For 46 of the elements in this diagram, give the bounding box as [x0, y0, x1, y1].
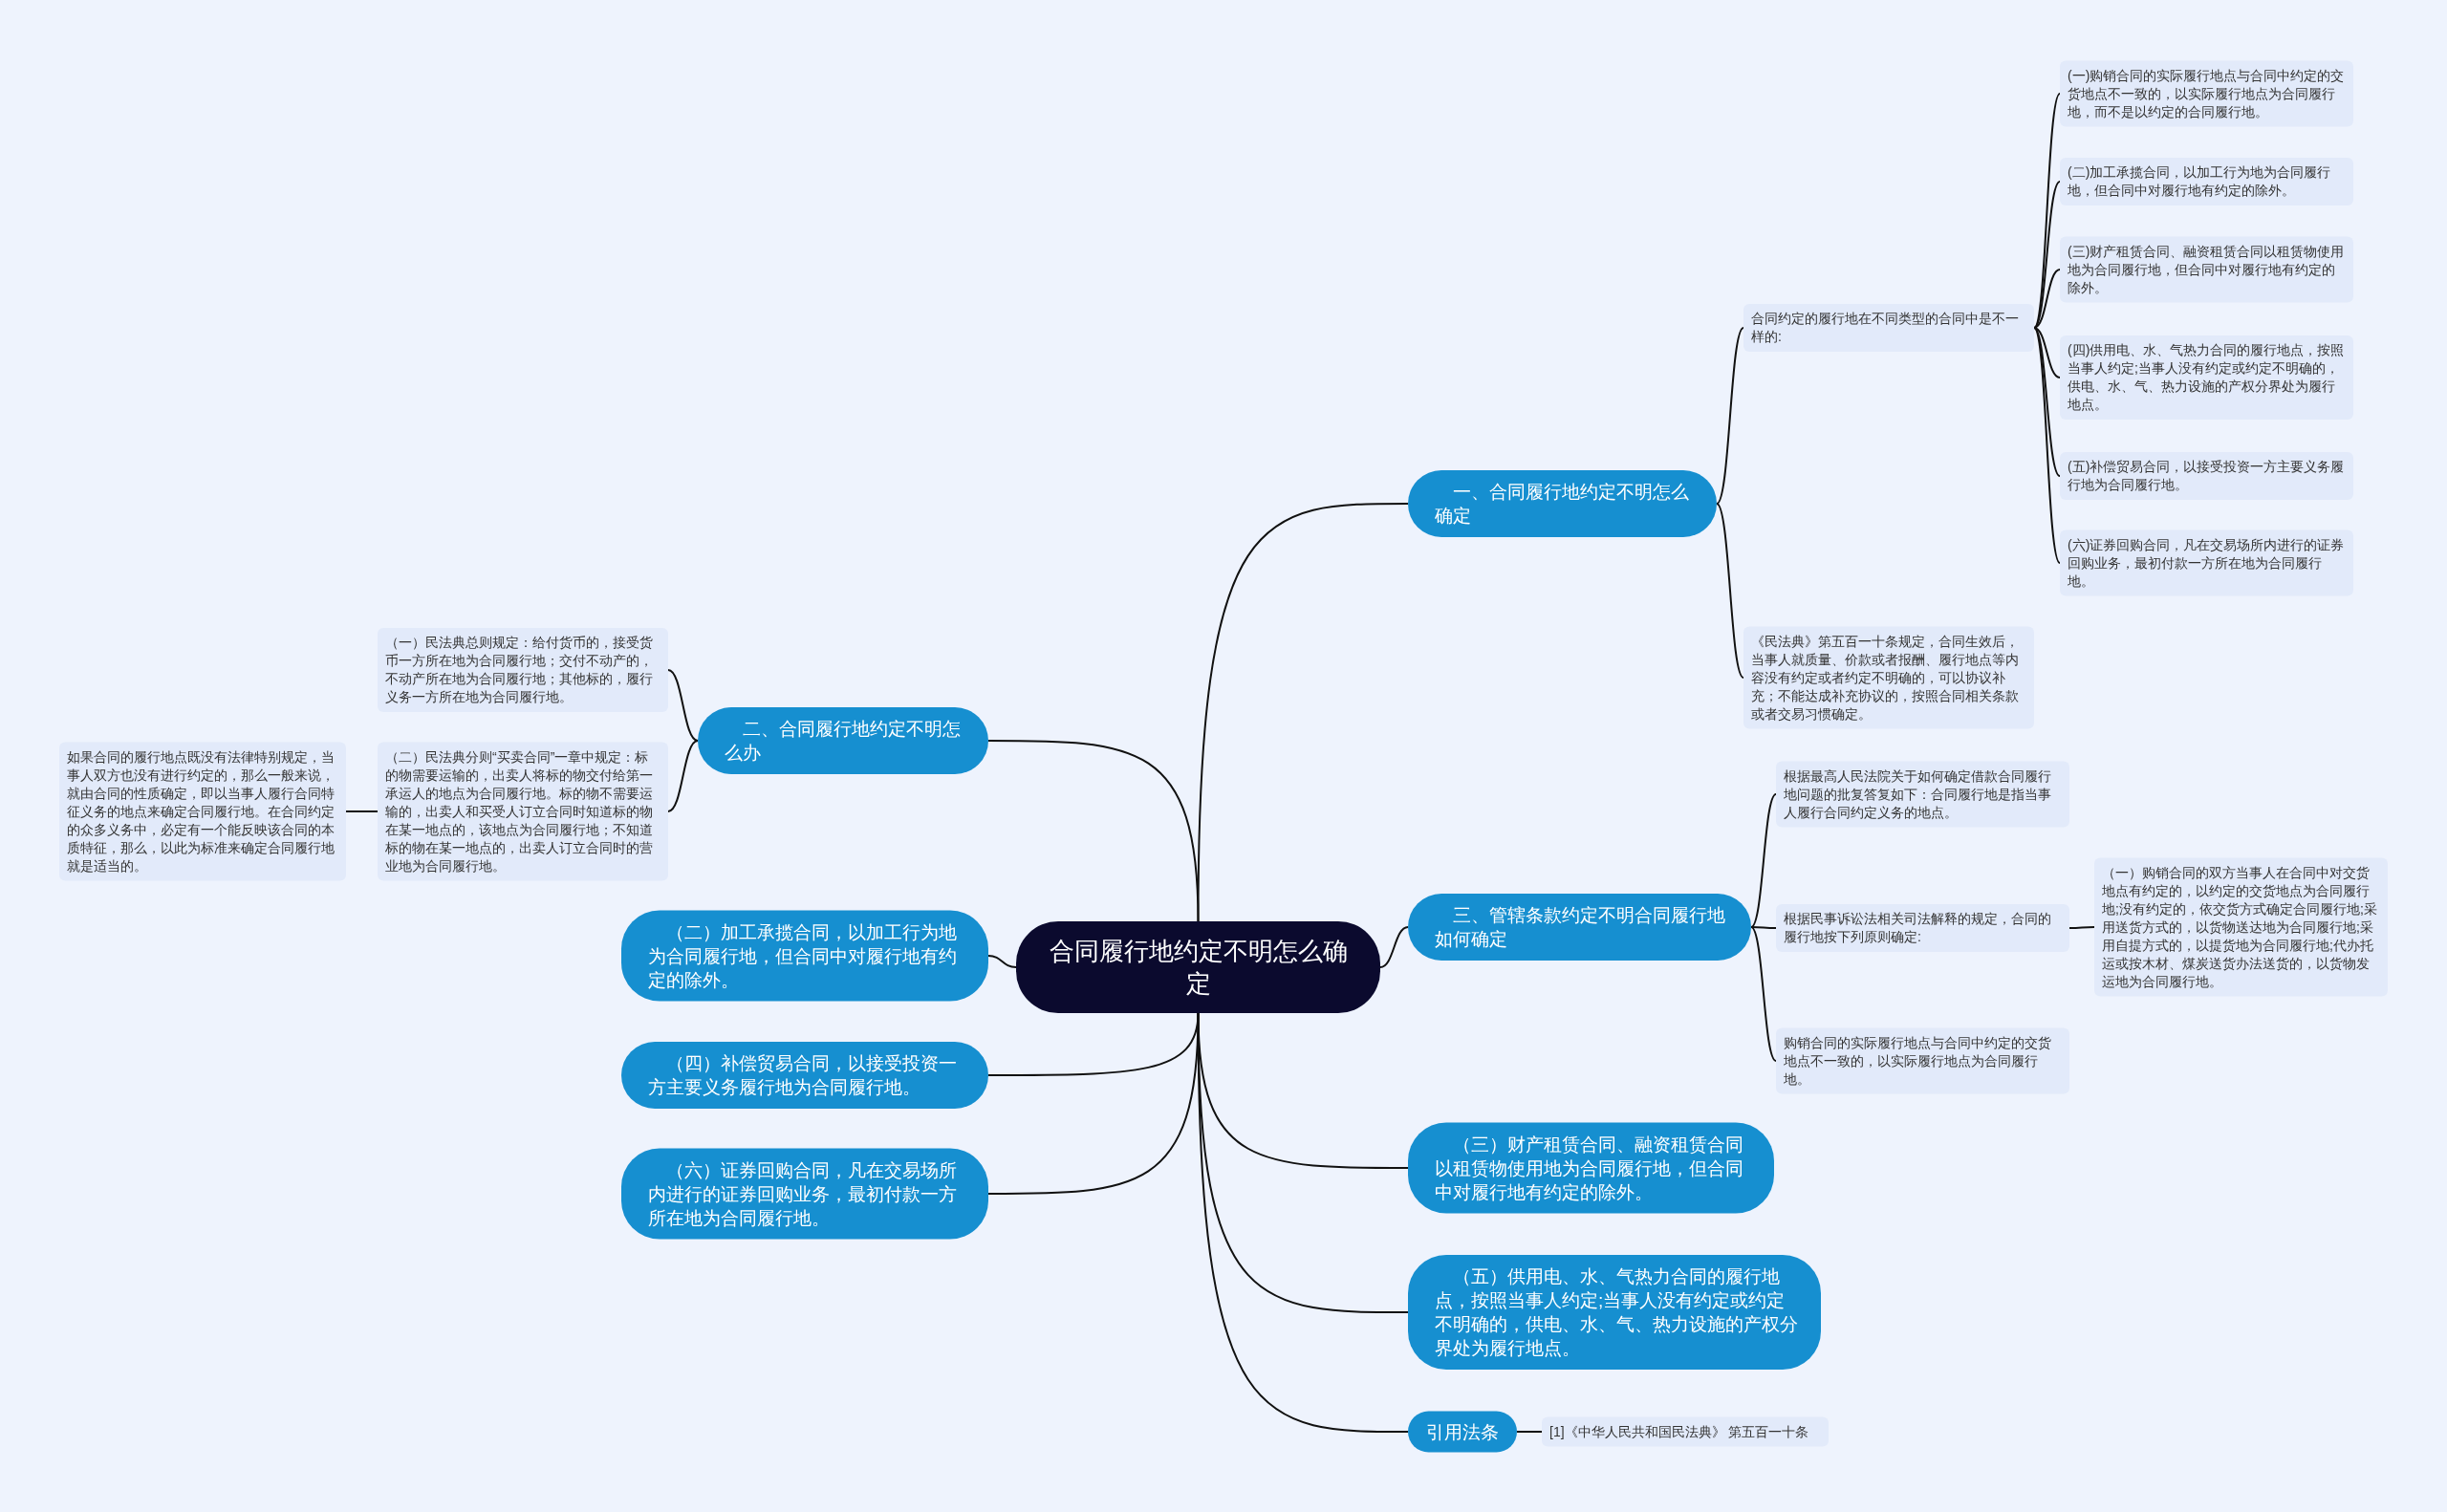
connector-line: [667, 669, 699, 742]
connector-line: [2068, 926, 2095, 929]
note-box: （一）民法典总则规定：给付货币的，接受货币一方所在地为合同履行地；交付不动产的，不动产所在地为合同履行地；其他标的，履行义务一方所在地为合同履行地。: [378, 628, 668, 712]
note-box: (一)购销合同的实际履行地点与合同中约定的交货地点不一致的，以实际履行地点为合同履行地，而不是以约定的合同履行地。: [2060, 60, 2353, 127]
topic-box: 引用法条: [1408, 1411, 1517, 1453]
connector-line: [345, 810, 379, 812]
topic-box: 三、管辖条款约定不明合同履行地如何确定: [1408, 894, 1751, 961]
note-box: 根据最高人民法院关于如何确定借款合同履行地问题的批复答复如下：合同履行地是指当事人履行合同约定义务的地点。: [1776, 761, 2069, 828]
note-box: 如果合同的履行地点既没有法律特别规定，当事人双方也没有进行约定的，那么一般来说，就由合同的性质确定，即以当事人履行合同特征义务的地点来确定合同履行地。在合同约定的众多义务中，必定有一个能反映该合同的本质特征，那么，以此为标准来确定合同履行地就是适当的。: [59, 742, 346, 881]
connector-line: [1750, 926, 1777, 1062]
connector-line: [2033, 327, 2061, 378]
connector-line: [667, 740, 699, 812]
topic-box: （三）财产租赁合同、融资租赁合同以租赁物使用地为合同履行地，但合同中对履行地有约定的除外。: [1408, 1122, 1774, 1214]
central-topic: 合同履行地约定不明怎么确定: [1016, 921, 1380, 1013]
connector-line: [987, 1012, 1200, 1195]
note-box: (五)补偿贸易合同，以接受投资一方主要义务履行地为合同履行地。: [2060, 452, 2353, 500]
note-box: 根据民事诉讼法相关司法解释的规定，合同的履行地按下列原则确定:: [1776, 904, 2069, 952]
topic-box: 一、合同履行地约定不明怎么确定: [1408, 470, 1717, 537]
connector-line: [1750, 926, 1777, 929]
connector-line: [1379, 926, 1409, 968]
note-box: (六)证券回购合同，凡在交易场所内进行的证券回购业务，最初付款一方所在地为合同履行地。: [2060, 529, 2353, 596]
connector-line: [987, 955, 1017, 968]
topic-box: （四）补偿贸易合同，以接受投资一方主要义务履行地为合同履行地。: [621, 1042, 988, 1109]
note-box: (二)加工承揽合同，以加工行为地为合同履行地，但合同中对履行地有约定的除外。: [2060, 158, 2353, 205]
topic-box: （五）供用电、水、气热力合同的履行地点，按照当事人约定;当事人没有约定或约定不明确的，供电、水、气、热力设施的产权分界处为履行地点。: [1408, 1255, 1821, 1370]
note-box: （一）购销合同的双方当事人在合同中对交货地点有约定的，以约定的交货地点为合同履行地;没有约定的，依交货方式确定合同履行地;采用送货方式的，以货物送达地为合同履行地;采用自提方式的，以提货地为合同履行地;代办托运或按木材、煤炭送货办法送货的，以货物发运地为合同履行地。: [2094, 857, 2388, 997]
note-box: 购销合同的实际履行地点与合同中约定的交货地点不一致的，以实际履行地点为合同履行地。: [1776, 1027, 2069, 1094]
topic-box: 二、合同履行地约定不明怎么办: [698, 707, 988, 774]
topic-box: （六）证券回购合同，凡在交易场所内进行的证券回购业务，最初付款一方所在地为合同履行地。: [621, 1148, 988, 1240]
connector-line: [987, 740, 1200, 922]
connector-line: [2033, 181, 2061, 329]
connector-line: [1197, 1012, 1409, 1433]
connector-line: [2033, 327, 2061, 564]
topic-box: （二）加工承揽合同，以加工行为地为合同履行地，但合同中对履行地有约定的除外。: [621, 910, 988, 1002]
connector-line: [1716, 327, 1744, 505]
note-box: (三)财产租赁合同、融资租赁合同以租赁物使用地为合同履行地，但合同中对履行地有约定的除外。: [2060, 236, 2353, 303]
note-box: (四)供用电、水、气热力合同的履行地点，按照当事人约定;当事人没有约定或约定不明确的，供电、水、气、热力设施的产权分界处为履行地点。: [2060, 335, 2353, 420]
connector-line: [2033, 93, 2061, 329]
note-box: [1]《中华人民共和国民法典》 第五百一十条: [1542, 1416, 1829, 1447]
note-box: 合同约定的履行地在不同类型的合同中是不一样的:: [1743, 304, 2034, 352]
connector-line: [2033, 269, 2061, 329]
connector-line: [1750, 793, 1777, 928]
note-box: 《民法典》第五百一十条规定，合同生效后，当事人就质量、价款或者报酬、履行地点等内容没有约定或者约定不明确的，可以协议补充；不能达成补充协议的，按照合同相关条款或者交易习惯确定。: [1743, 626, 2034, 729]
connector-line: [1516, 1431, 1543, 1433]
note-box: （二）民法典分则“买卖合同”一章中规定：标的物需要运输的，出卖人将标的物交付给第一承运人的地点为合同履行地。标的物不需要运输的，出卖人和买受人订立合同时知道标的物在某一地点的，该地点为合同履行地；不知道标的物在某一地点的，出卖人订立合同时的营业地为合同履行地。: [378, 742, 668, 881]
connector-line: [1716, 503, 1744, 679]
